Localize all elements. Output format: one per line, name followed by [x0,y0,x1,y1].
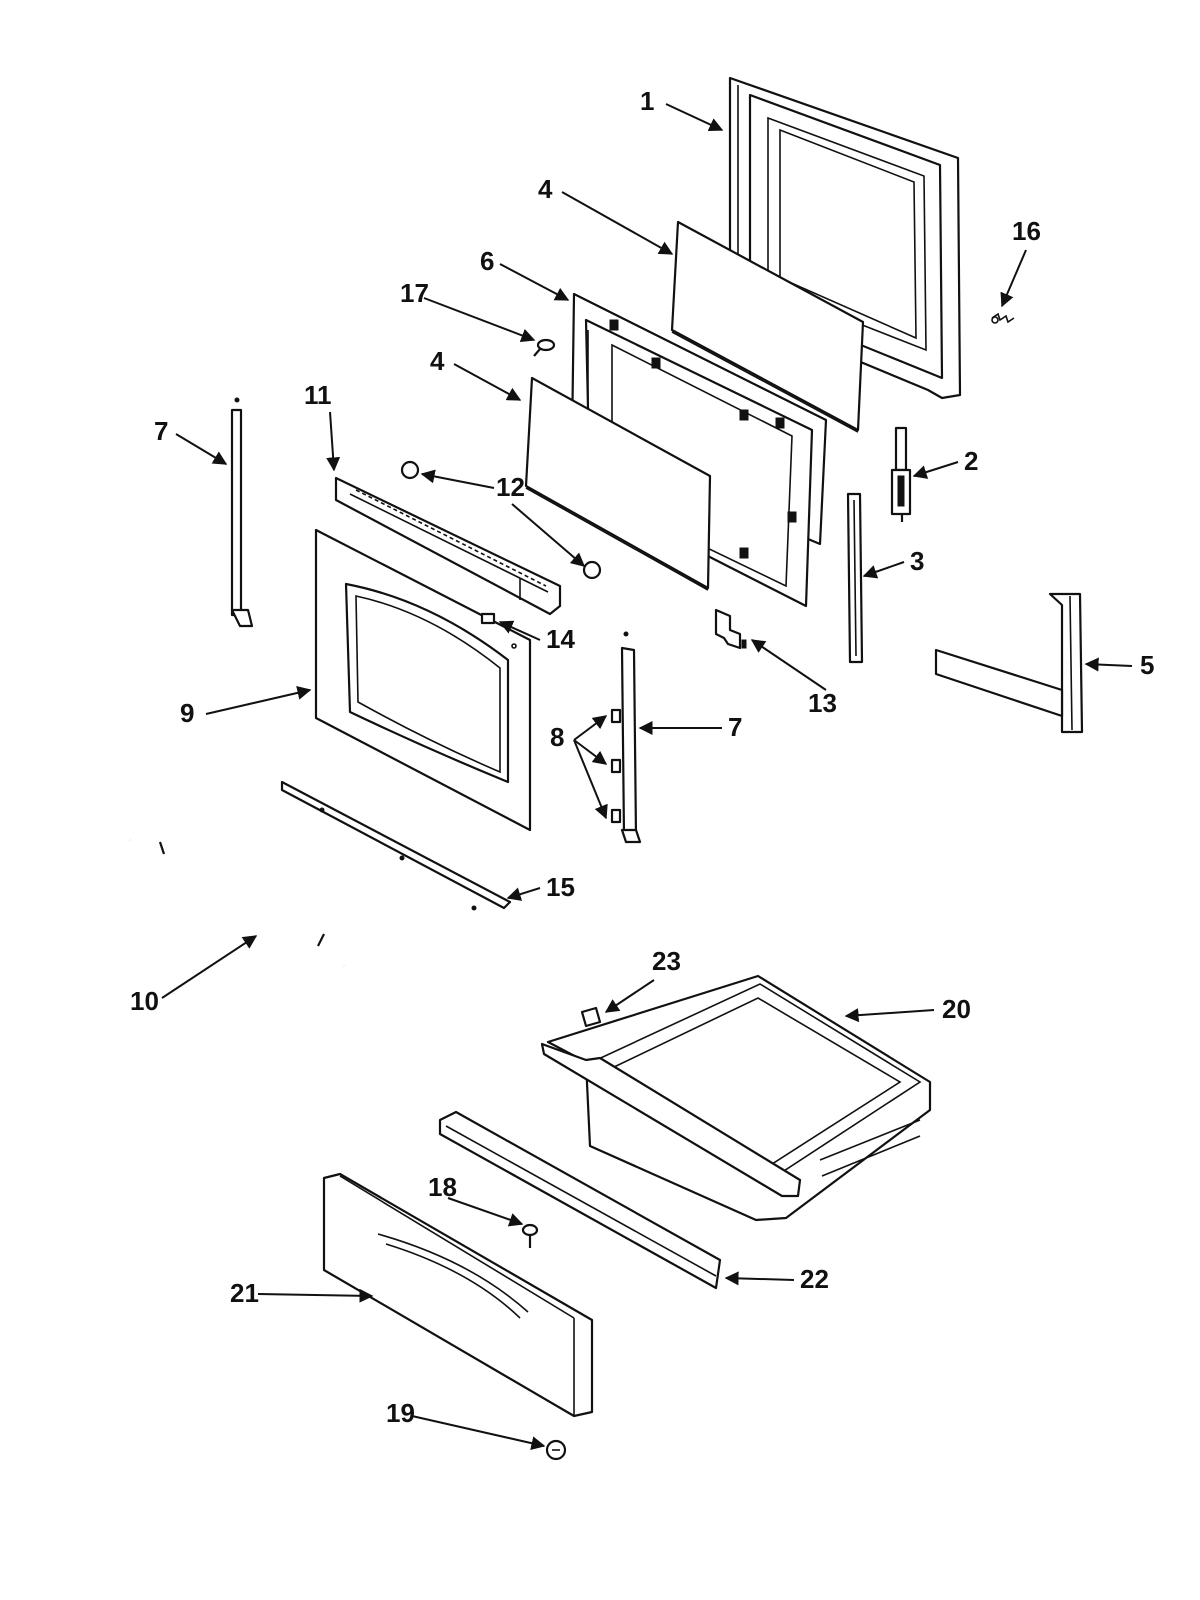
drawer-rail [438,1110,722,1290]
leader-c17 [423,297,536,343]
door-bumper [480,612,496,625]
callout-20: 20 [942,994,971,1024]
callout-14: 14 [546,624,575,654]
callout-10: 10 [130,986,159,1016]
leader-c10 [161,935,258,999]
leader-c16 [1000,249,1027,308]
drawer-front-panel [322,1172,594,1418]
leader-c3 [862,561,905,579]
leader-c11 [326,411,341,472]
drawer-fastener [545,1439,567,1461]
callout-21: 21 [230,1278,259,1308]
callout-17: 17 [400,278,429,308]
callout-15: 15 [546,872,575,902]
leader-c9 [205,686,312,715]
leader-c18 [447,1197,524,1227]
leader-c12b [511,503,586,567]
leader-c5 [1084,657,1133,672]
door-side-channel [846,492,864,664]
leader-c8b [573,739,608,765]
callout-7a: 7 [154,416,168,446]
callout-18: 18 [428,1172,457,1202]
callout-2: 2 [964,446,978,476]
leader-c2 [912,461,959,479]
door-handle [129,838,346,968]
handle-mounting-nut [400,460,602,580]
drawer-screw [521,1223,539,1248]
leader-c21 [257,1288,374,1303]
outer-door-panel [314,528,532,832]
leader-c8c [573,739,608,820]
callout-7b: 7 [728,712,742,742]
leader-c14 [498,620,541,641]
door-hinge [890,426,912,522]
callout-23: 23 [652,946,681,976]
leader-c6 [499,263,570,301]
leader-lines [161,103,1133,1451]
leader-c20 [844,1008,935,1023]
leader-c4a [561,191,674,255]
spring [991,312,1015,324]
door-latch-bracket [714,608,747,650]
callout-19: 19 [386,1398,415,1428]
callout-9: 9 [180,698,194,728]
screw-top [533,338,556,357]
door-bottom-trim [280,780,512,911]
callout-16: 16 [1012,216,1041,246]
door-side-trim-right [620,631,642,844]
leader-c19 [411,1415,546,1451]
leader-c22 [724,1271,795,1286]
callout-6: 6 [480,246,494,276]
callout-labels: 1 2 3 4 4 5 6 7 7 8 9 10 11 12 13 14 15 … [130,86,1154,1428]
callout-3: 3 [910,546,924,576]
leader-c13 [750,639,827,691]
door-glass-inner [670,220,865,433]
callout-11: 11 [304,380,332,410]
door-glass-outer [524,376,712,591]
drawer-stop-clip [580,1006,602,1028]
callout-13: 13 [808,688,837,718]
callout-8: 8 [550,722,564,752]
callout-12: 12 [496,472,525,502]
leader-c8a [573,715,608,741]
callout-5: 5 [1140,650,1154,680]
storage-drawer-pan [540,974,932,1222]
door-side-trim-left [230,397,254,628]
leader-c7a [175,433,228,465]
leader-c23 [604,979,655,1013]
callout-1: 1 [640,86,654,116]
leader-c12a [420,469,495,489]
glass-spacers [610,708,622,824]
callout-22: 22 [800,1264,829,1294]
callout-4b: 4 [430,346,445,376]
leader-c1 [665,103,724,132]
door-vent-trim [334,476,562,616]
door-corner-trim [934,592,1084,734]
callout-4a: 4 [538,174,553,204]
leader-c15 [506,887,541,901]
glass-pack-frame [570,292,828,608]
leader-c4b [453,363,522,401]
